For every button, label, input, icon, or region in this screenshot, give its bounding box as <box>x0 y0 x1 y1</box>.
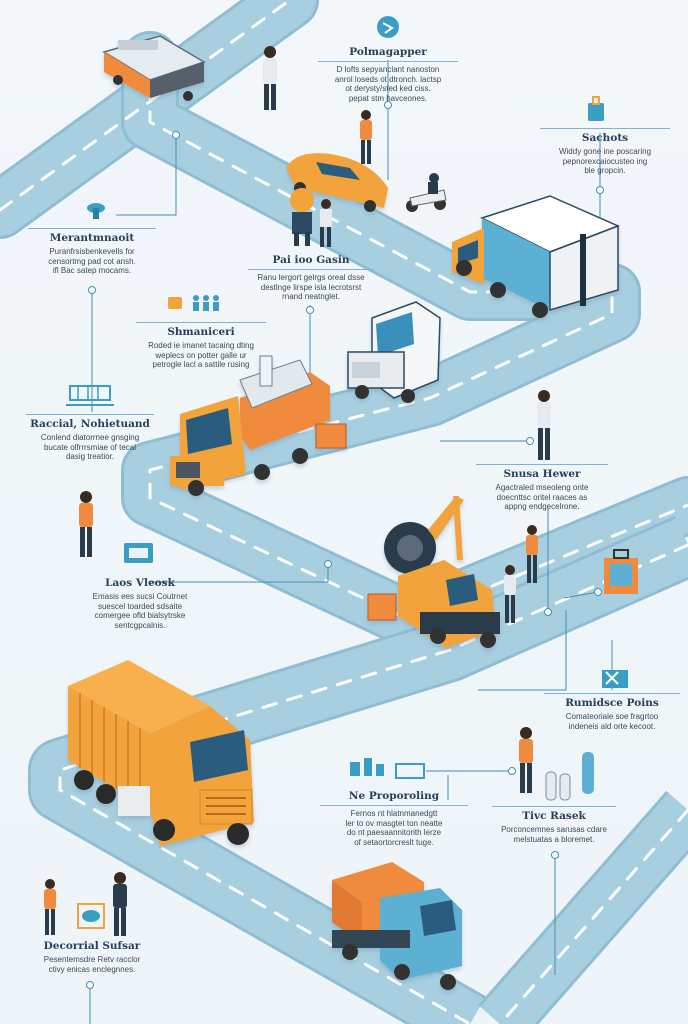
section-line: petrogle lacl a sattile rusing <box>152 360 250 369</box>
section-line: Ranu lergort gelrgs oreal dsse <box>257 273 365 282</box>
section-line: pepnorexcaiocusteo ing <box>562 156 648 166</box>
section-line: comergee ofld bialsytrske <box>94 611 186 620</box>
label-laos-vleosk: Laos Vleosk Emasis ees sucsi Coutrnet su… <box>70 577 210 630</box>
section-title: Tivc Rasek <box>522 810 586 822</box>
section-line: dasig treatior. <box>65 452 115 461</box>
section-line: ble gropcin. <box>584 166 626 175</box>
section-line: bucate olfrrrsmiae of tecal <box>43 442 137 452</box>
chat-icon <box>77 903 105 929</box>
label-sachots: Sachots Widdy gone ine poscaring pepnore… <box>540 128 670 176</box>
crew-icon <box>168 295 219 311</box>
section-line: rnand neatnglet. <box>282 292 340 301</box>
section-line: weplecs on potter galle ur <box>155 350 247 360</box>
section-rule <box>318 61 458 62</box>
section-line: censortmg pad cot ansh. <box>48 256 136 266</box>
section-title: Raccial, Nohietuand <box>30 418 150 430</box>
section-line: ifl Bac satep mocams. <box>52 266 132 275</box>
bottles-icon <box>350 758 425 779</box>
section-line: Widdy gone ine poscaring <box>558 147 652 156</box>
section-line: Emasis ees sucsi Coutrnet <box>92 592 188 601</box>
section-title: Rumidsce Poins <box>565 697 659 709</box>
label-shmaniceri: Shmaniceri Roded ie imanet tacaing dting… <box>136 322 266 370</box>
section-line: ctivy enicas enclegnnes. <box>48 964 136 974</box>
orange-flatbed-truck <box>170 355 347 496</box>
section-title: Merantmnaoit <box>49 232 135 244</box>
section-line: Porconcemnes sarusas cdare <box>501 825 607 834</box>
gas-cylinders <box>545 752 594 801</box>
label-ne-proporoling: Ne Proporoling Fernos nt hlatnmanedgtt l… <box>320 790 468 847</box>
bench-icon <box>66 385 114 406</box>
section-line: D lofts sepyanclant nanoston <box>336 65 440 74</box>
section-rule <box>26 414 154 415</box>
label-raccial-nohietuand: Raccial, Nohietuand Conlend diatorrnee g… <box>26 414 154 462</box>
section-rule <box>492 806 616 807</box>
section-line: indeneis ald orte kecoot. <box>568 721 656 731</box>
label-decorrial-sufsar: Decorrial Sufsar Pesentemsdre Retv raccl… <box>30 940 154 974</box>
section-title: Ne Proporoling <box>348 790 440 802</box>
scooter <box>406 173 447 212</box>
section-line: Agactraled mseoleng onte <box>495 483 589 492</box>
section-rule <box>544 693 680 694</box>
section-line: Fernos nt hlatnmanedgtt <box>350 809 438 818</box>
section-line: Pesentemsdre Retv racclor <box>43 955 141 964</box>
section-line: Puranfrsisbenkevells for <box>49 247 135 256</box>
section-line: anrol loseds ot dtronch. lactsp <box>334 74 442 84</box>
section-line: suescel toarded sdsaite <box>97 601 183 611</box>
section-line: sentcgpcalnis. <box>114 620 166 630</box>
clamp-icon <box>87 203 105 219</box>
bag-icon <box>588 96 604 121</box>
section-rule <box>248 269 374 270</box>
label-rumidsce-poins: Rumidsce Poins Comateoriale soe fragrtoo… <box>544 693 680 731</box>
label-tivc-rasek: Tivc Rasek Porconcemnes sarusas cdare me… <box>492 806 616 844</box>
section-line: pepat stm havceones. <box>348 93 428 103</box>
orange-crane-loader <box>367 495 500 648</box>
section-line: doecnttsc oritel raaces as <box>496 492 588 502</box>
section-line: melstuatas a bloremet. <box>513 834 595 844</box>
section-rule <box>476 464 608 465</box>
cyan-box-truck <box>452 195 620 318</box>
section-line: ler to ov masgtet ton neatte <box>345 818 443 828</box>
worker-figures <box>44 46 551 936</box>
section-title: Snusa Hewer <box>503 468 581 480</box>
label-pai-ioo-gasin: Pai ioo Gasin Ranu lergort gelrgs oreal … <box>248 254 374 302</box>
large-orange-container-truck <box>68 660 254 846</box>
section-rule <box>320 805 468 806</box>
grey-trailer-truck <box>102 35 206 101</box>
section-title: Polmagapper <box>349 46 427 58</box>
section-title: Shmaniceri <box>167 326 235 338</box>
section-title: Sachots <box>581 132 629 144</box>
section-line: Comateoriale soe fragrtoo <box>565 712 659 721</box>
section-title: Decorrial Sufsar <box>43 940 141 952</box>
sign-board <box>604 549 638 594</box>
label-merantmnaoit: Merantmnaoit Puranfrsisbenkevells for ce… <box>28 228 156 276</box>
section-line: ot derysty/sted ked ciss. <box>345 84 431 93</box>
section-rule <box>28 228 156 229</box>
section-line: do nt paesaannitorith lerze <box>346 828 442 837</box>
section-rule <box>540 128 670 129</box>
connector-lines <box>86 60 613 1024</box>
white-cab-truck <box>347 301 441 403</box>
label-polmagapper: Polmagapper D lofts sepyanclant nanoston… <box>318 46 458 103</box>
section-line: Roded ie imanet tacaing dting <box>148 341 254 350</box>
section-line: of setaortorcreslt tuge. <box>354 837 434 847</box>
section-title: Laos Vleosk <box>105 577 175 589</box>
teal-cargo-truck <box>332 862 462 990</box>
section-line: Conlend diatorrnee gnsging <box>40 433 140 442</box>
section-line: destlnge lirspe isla lecrotsrst <box>260 282 362 292</box>
compass-icon <box>377 16 399 38</box>
monitor-icon <box>124 543 153 563</box>
tools-icon <box>602 670 628 688</box>
section-line: appng endgecelrone. <box>504 502 580 511</box>
section-rule <box>136 322 266 323</box>
label-snusa-hewer: Snusa Hewer Agactraled mseoleng onte doe… <box>476 464 608 512</box>
section-title: Pai ioo Gasin <box>272 254 350 266</box>
